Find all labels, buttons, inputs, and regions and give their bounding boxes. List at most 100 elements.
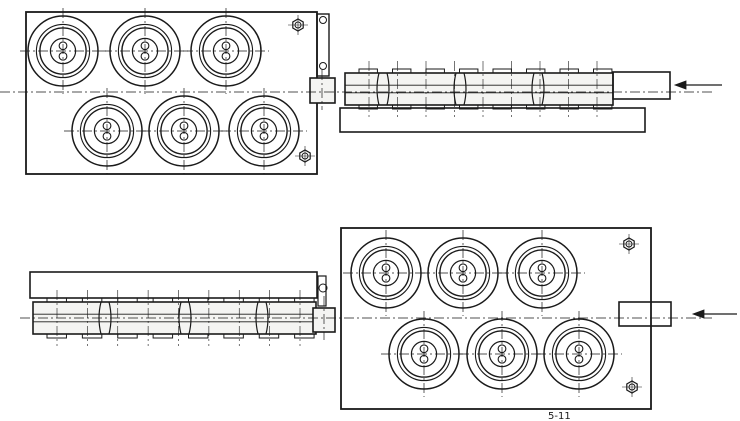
roller-outer-ring [543,318,615,390]
roller [221,88,307,174]
roller-hub [170,117,198,145]
roller [381,311,467,397]
roller-outer-ring [427,237,499,309]
roller-groove [240,107,288,155]
roller-bolt-hole [574,344,584,354]
roller-bolt-hole [221,51,231,61]
roller-rim [35,23,91,79]
roller-bolt-hole [102,131,112,141]
roller-bolt-hole [419,344,429,354]
roller-bolt-hole [221,41,231,51]
arrow-head [673,80,687,90]
roller [459,311,545,397]
roller-groove [362,249,410,297]
roller-outer-ring [148,95,220,167]
roller-hub [410,340,438,368]
top-plate [29,271,318,299]
roller-bolt-hole [537,263,547,273]
roller [102,8,188,94]
roller-rim [156,103,212,159]
roller-hub [250,117,278,145]
rail-notch [531,72,545,106]
base-plate [339,107,646,133]
roller [536,311,622,397]
roller-bolt-hole [179,131,189,141]
roller-bolt-hole [574,354,584,364]
roller-bolt-hole [58,51,68,61]
roller-bolt-hole [497,344,507,354]
roller-hub [93,117,121,145]
roller-hub [131,37,159,65]
roller-bolt-hole [58,41,68,51]
roller-groove [39,27,87,75]
rail-notch [453,72,467,106]
roller-groove [202,27,250,75]
roller-rim [79,103,135,159]
roller-rim [396,326,452,382]
roller-groove [160,107,208,155]
roller-bolt-hole [419,354,429,364]
lever-pin [318,283,328,293]
clamp-block [309,77,336,104]
lower-assembly [20,227,737,410]
roller-rim [551,326,607,382]
roller [420,230,506,316]
roller-groove [121,27,169,75]
roller-hub [372,259,400,287]
roller-hub [49,37,77,65]
roller-groove [518,249,566,297]
roller-bolt-hole [102,121,112,131]
roller-rim [514,245,570,301]
rail-body [344,72,614,106]
roller-outer-ring [190,15,262,87]
lever-pin [319,16,327,24]
mounting-hole [288,15,308,35]
roller-hub [212,37,240,65]
roller-groove [555,330,603,378]
footer-caption: 5-11 [548,411,571,421]
roller-outer-ring [109,15,181,87]
guide-rail [344,61,614,117]
roller-bolt-hole [537,273,547,283]
roller-groove [439,249,487,297]
roller-bolt-hole [381,273,391,283]
rail-notch [376,72,390,106]
roller-bolt-hole [497,354,507,364]
roller-rim [435,245,491,301]
roller [20,8,106,94]
feed-sleeve [618,301,672,327]
roller-hub [488,340,516,368]
roller-bolt-hole [259,131,269,141]
roller-bolt-hole [458,273,468,283]
roller-groove [83,107,131,155]
roller-rim [474,326,530,382]
roller-rim [117,23,173,79]
roller-groove [478,330,526,378]
roller-rim [198,23,254,79]
roller-bolt-hole [140,41,150,51]
roller-bolt-hole [259,121,269,131]
lever-bar [316,13,330,77]
mounting-hole [622,377,642,397]
roller-outer-ring [27,15,99,87]
mounting-hole [619,234,639,254]
arrow-head [691,309,705,319]
roller-outer-ring [506,237,578,309]
roller-rim [358,245,414,301]
roller [499,230,585,316]
feed-direction-arrow [691,309,737,319]
roller-bolt-hole [179,121,189,131]
roller-bolt-hole [140,51,150,61]
upper-assembly [0,8,722,175]
roller [141,88,227,174]
mounting-hole [295,146,315,166]
roller-hub [528,259,556,287]
roller-plate [340,227,652,410]
roller-hub [449,259,477,287]
feed-direction-arrow [673,80,722,90]
roller-bolt-hole [381,263,391,273]
roller-bolt-hole [458,263,468,273]
lever-pin [319,62,327,70]
